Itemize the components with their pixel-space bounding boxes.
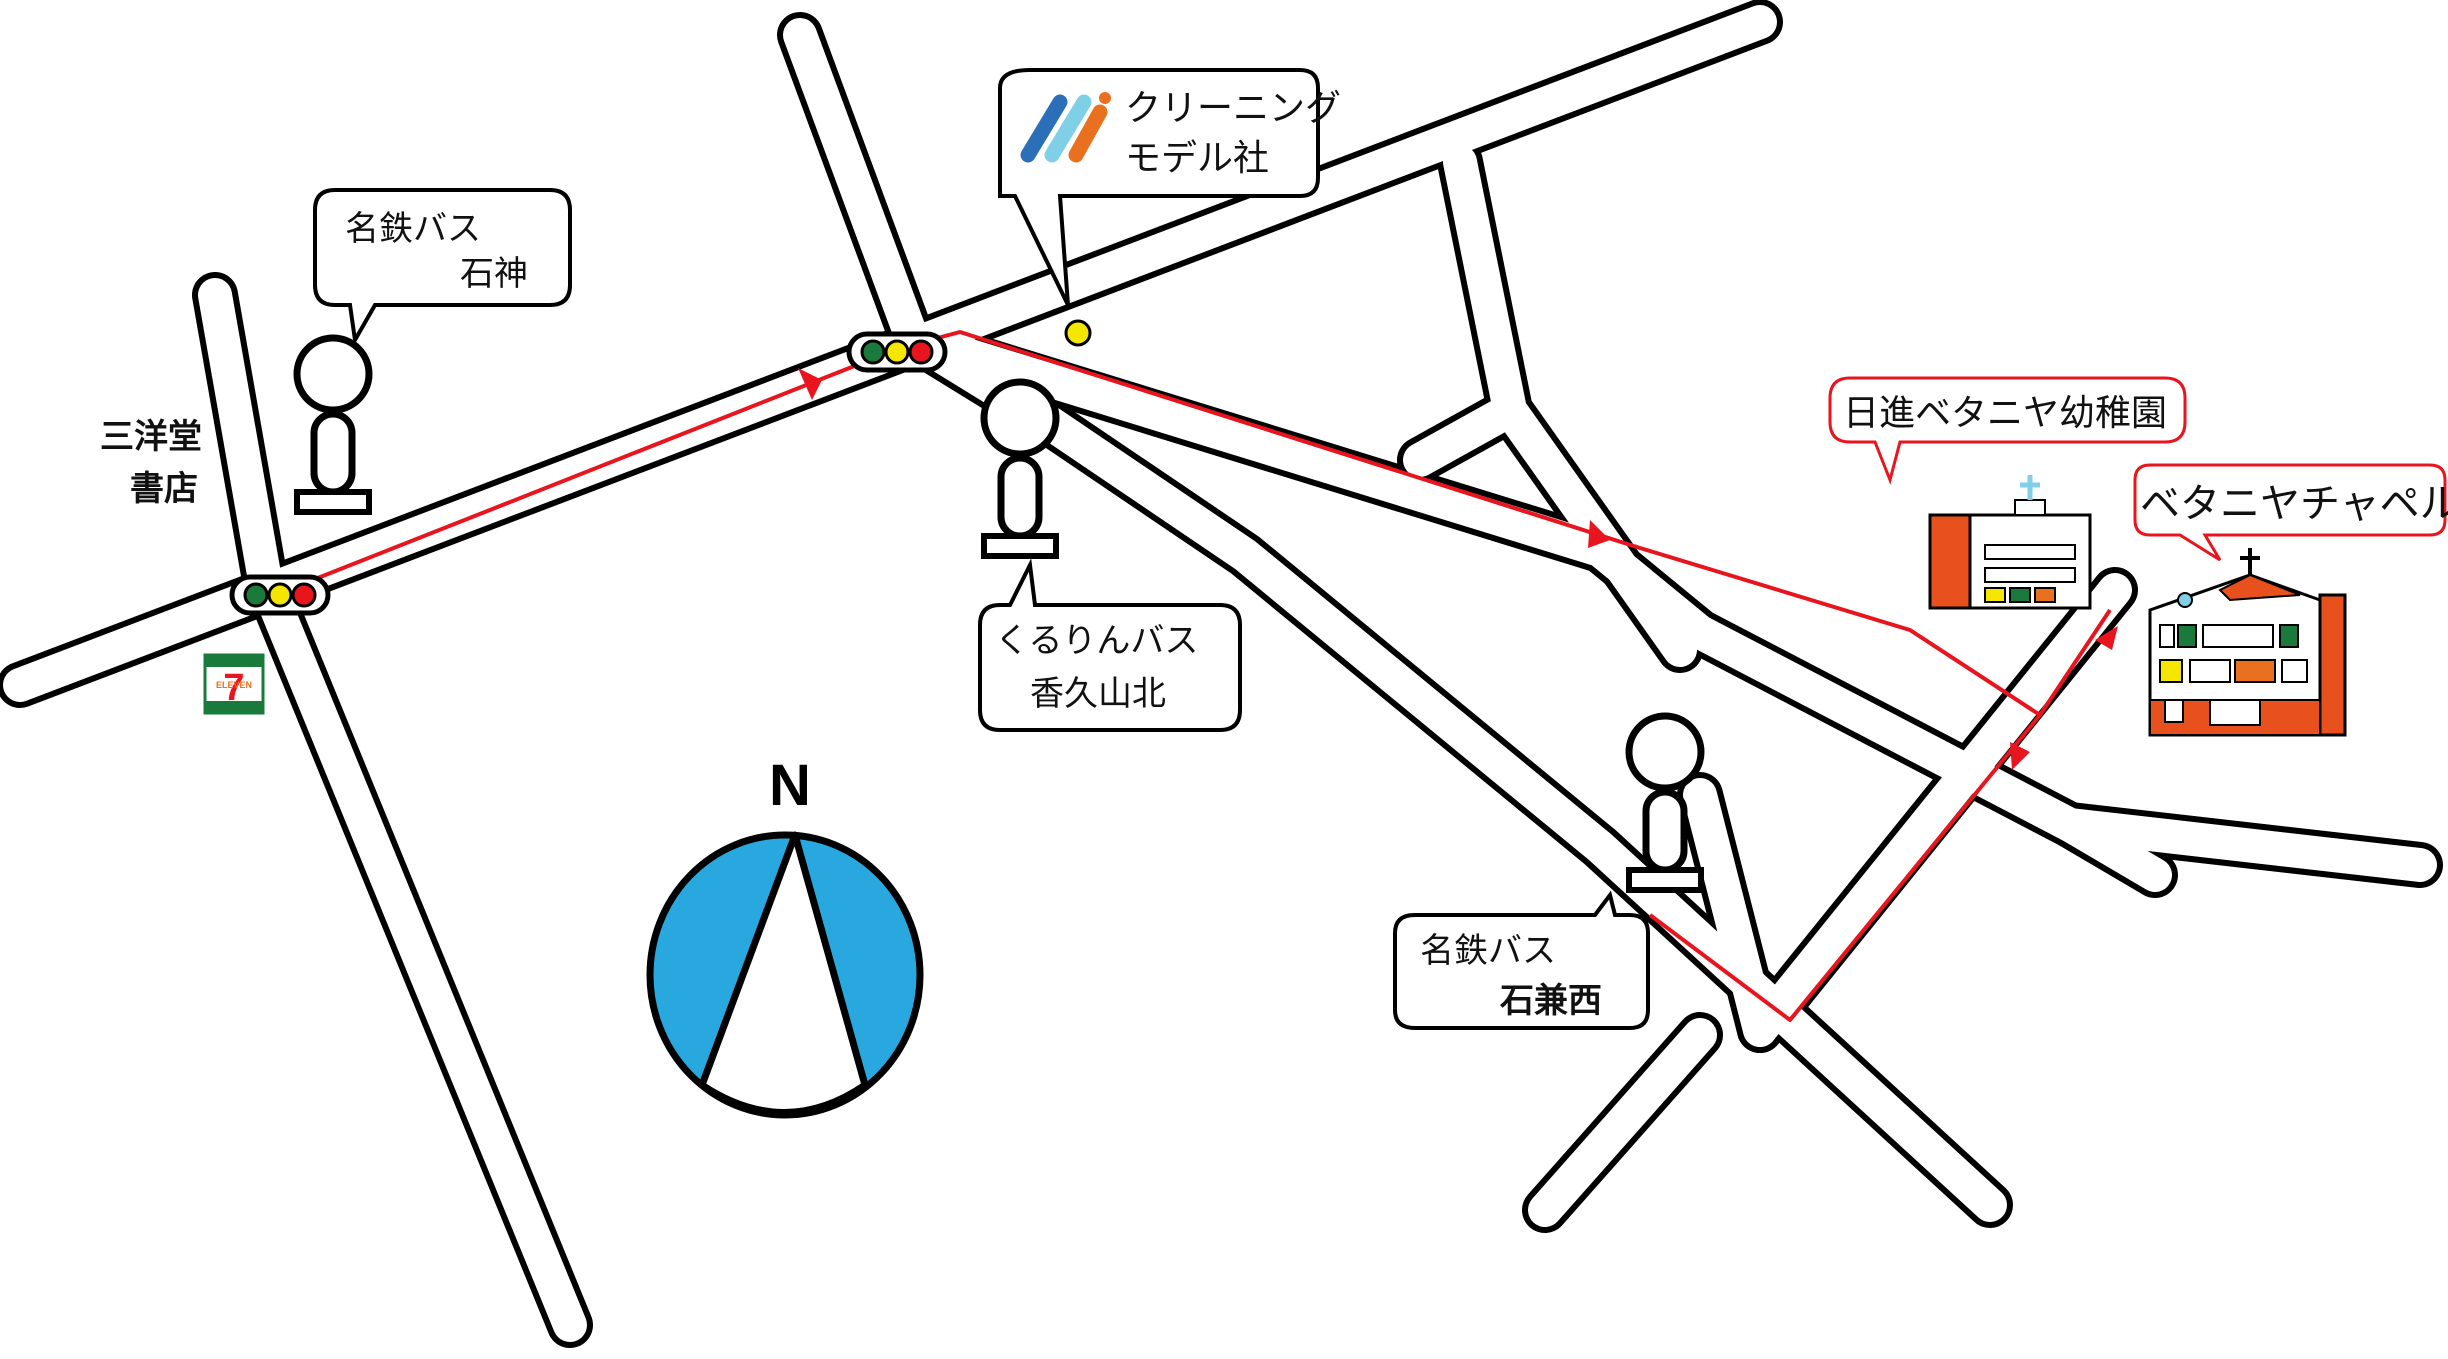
svg-text:7: 7: [223, 667, 244, 709]
compass-icon: N: [646, 753, 924, 1119]
chapel-label: ベタニヤチャペル: [2140, 481, 2448, 527]
meitetsu-ishigami-line2: 石神: [460, 254, 528, 294]
meitetsu-ishikane-line1: 名鉄バス: [1420, 931, 1556, 971]
compass-north-label: N: [769, 753, 811, 818]
bus-stop-icon: [297, 338, 369, 512]
callout-meitetsu-ishikane: 名鉄バス 石兼西: [1393, 890, 1650, 1030]
kururin-line1: くるりんバス: [995, 621, 1198, 661]
sanyodo-label-line2: 書店: [130, 469, 198, 509]
cleaning-label-line1: クリーニング: [1125, 88, 1341, 129]
kindergarten-label: 日進ベタニヤ幼稚園: [1843, 393, 2167, 434]
meitetsu-ishigami-line1: 名鉄バス: [345, 209, 481, 249]
callout-chapel: ベタニヤチャペル: [2133, 463, 2448, 562]
location-marker: [1064, 319, 1092, 347]
chapel-icon: [2148, 548, 2347, 737]
route-arrows: [798, 368, 2118, 770]
cleaning-logo-icon: [1020, 92, 1111, 163]
seven-eleven-icon: 7 ELEVEN: [203, 653, 265, 715]
callout-cleaning: クリーニング モデル社: [997, 68, 1341, 306]
traffic-signal-icon: [849, 334, 945, 370]
cleaning-label-line2: モデル社: [1125, 138, 1269, 179]
svg-text:ELEVEN: ELEVEN: [216, 680, 252, 690]
meitetsu-ishikane-line2: 石兼西: [1499, 981, 1602, 1021]
traffic-signal-icon: [232, 577, 328, 613]
kindergarten-icon: [1928, 475, 2092, 610]
callout-kururin: くるりんバス 香久山北: [978, 558, 1242, 732]
bus-stop-icon: [984, 382, 1056, 556]
callout-meitetsu-ishigami: 名鉄バス 石神: [313, 188, 572, 347]
callout-kindergarten: 日進ベタニヤ幼稚園: [1828, 376, 2187, 485]
kururin-line2: 香久山北: [1030, 674, 1166, 714]
sanyodo-label-line1: 三洋堂: [100, 417, 202, 457]
